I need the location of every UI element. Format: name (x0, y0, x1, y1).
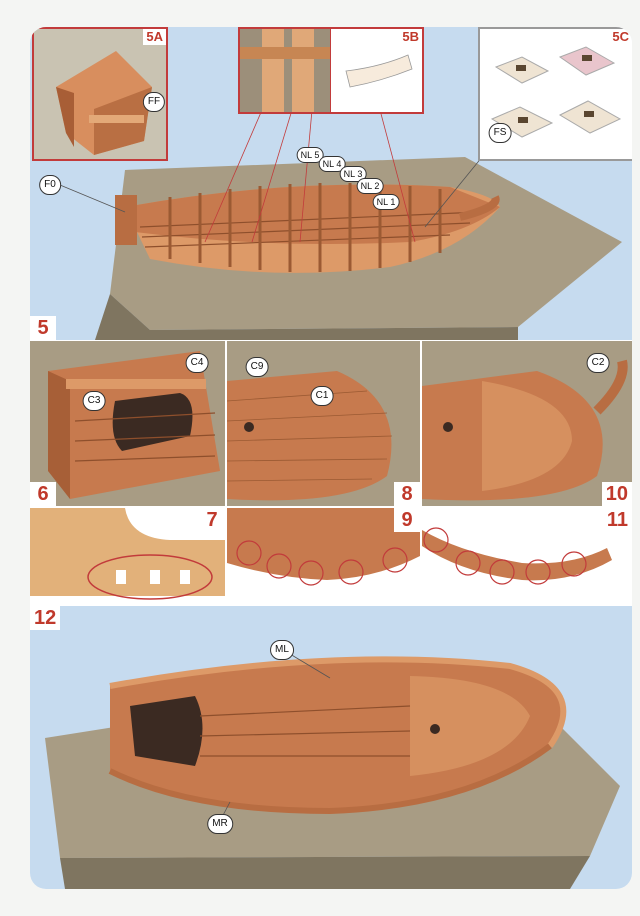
inset-5b: 5B (238, 27, 424, 114)
step-9-panel: 9 (227, 508, 420, 604)
step-6-panel: C4 C3 6 (30, 341, 225, 506)
callout-f0: F0 (39, 175, 61, 195)
callout-mr: MR (207, 814, 233, 834)
step-8-panel: C9 C1 8 (227, 341, 420, 506)
notched-plank-step-7-illustration (30, 508, 225, 604)
step-12-number: 12 (30, 606, 60, 630)
callout-c2: C2 (587, 353, 610, 373)
step-5a-label: 5A (143, 29, 166, 45)
step-12-panel: ML MR 12 (30, 606, 632, 889)
step-6-number: 6 (30, 482, 56, 506)
step-10-panel: C2 10 (422, 341, 632, 506)
step-5-panel: 5A 5B (30, 27, 632, 340)
plank-detail-illustration (240, 29, 422, 112)
callout-ff: FF (143, 92, 165, 112)
callout-nl1: NL 1 (373, 194, 400, 210)
step-8-number: 8 (394, 482, 420, 506)
step-9-number: 9 (394, 508, 420, 532)
callout-nl2: NL 2 (357, 178, 384, 194)
step-7-number: 7 (199, 508, 225, 532)
callout-c3: C3 (83, 391, 106, 411)
frame-notches-step-9-illustration (227, 508, 420, 604)
step-11-panel: 11 (422, 508, 632, 604)
step-5-number: 5 (30, 316, 56, 340)
instruction-page: 5A 5B (30, 27, 632, 889)
finished-hull-step-12-illustration (30, 606, 632, 889)
step-10-number: 10 (602, 482, 632, 506)
callout-fs: FS (489, 123, 512, 143)
step-11-number: 11 (603, 508, 632, 532)
callout-c9: C9 (246, 357, 269, 377)
step-7-panel: 7 (30, 508, 225, 604)
step-5c-label: 5C (609, 29, 632, 45)
callout-c1: C1 (311, 386, 334, 406)
step-5b-label: 5B (399, 29, 422, 45)
callout-ml: ML (270, 640, 294, 660)
bow-notches-step-11-illustration (422, 508, 632, 604)
callout-c4: C4 (186, 353, 209, 373)
